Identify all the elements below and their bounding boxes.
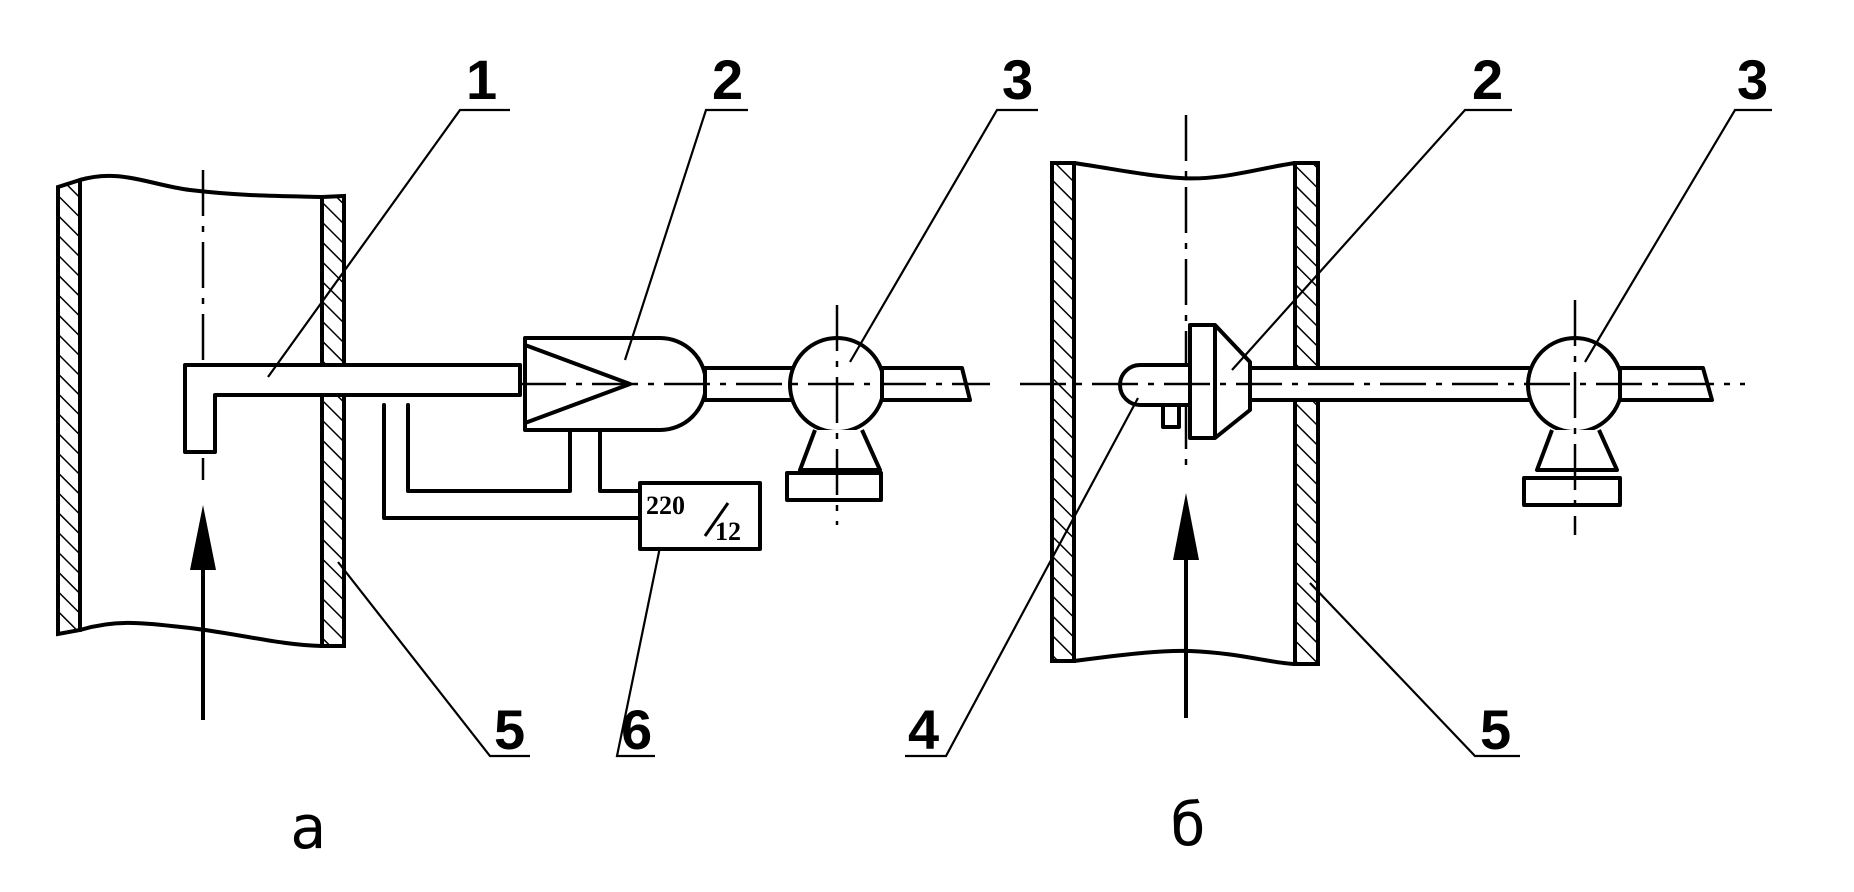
sampling-probe bbox=[183, 363, 522, 454]
ejector-flange-b bbox=[1188, 323, 1252, 440]
callout-3-b: 3 bbox=[1737, 48, 1768, 111]
callout-leaders-b bbox=[905, 108, 1772, 758]
flow-arrow-b bbox=[1173, 493, 1199, 718]
pump-b bbox=[1522, 336, 1714, 507]
subfigure-label-a: а bbox=[290, 793, 326, 863]
subfigure-label-b: б bbox=[1170, 790, 1206, 860]
control-lines-a bbox=[382, 403, 642, 520]
duct-break-bottom-b bbox=[1072, 648, 1297, 666]
duct-break-top-b bbox=[1072, 161, 1297, 181]
callout-leaders-a bbox=[267, 108, 1038, 758]
sensor-tip bbox=[1118, 363, 1192, 407]
callout-4: 4 bbox=[908, 698, 939, 761]
callout-2-b: 2 bbox=[1472, 48, 1503, 111]
panel-a: 220 12 1 2 3 5 6 а bbox=[56, 48, 1038, 863]
duct-wall-left-b bbox=[1050, 161, 1076, 663]
duct-break-bottom-a bbox=[78, 620, 324, 648]
callout-5-a: 5 bbox=[494, 698, 525, 761]
panel-b: 2 3 4 5 б bbox=[905, 48, 1772, 860]
flow-arrow-a bbox=[190, 505, 216, 720]
transformer-voltage-in: 220 bbox=[646, 491, 685, 520]
callout-3-a: 3 bbox=[1002, 48, 1033, 111]
pump-a bbox=[785, 336, 972, 502]
duct-wall-right-a bbox=[320, 193, 346, 648]
transformer-voltage-out: 12 bbox=[715, 517, 741, 546]
duct-wall-right-b bbox=[1293, 161, 1320, 666]
callout-5-b: 5 bbox=[1480, 698, 1511, 761]
callout-1: 1 bbox=[466, 48, 497, 111]
transformer-box bbox=[638, 481, 762, 551]
callout-2-a: 2 bbox=[712, 48, 743, 111]
sensor-tab bbox=[1161, 403, 1181, 429]
duct-wall-left-a bbox=[56, 177, 82, 637]
callout-6: 6 bbox=[621, 698, 652, 761]
duct-break-top-a bbox=[78, 173, 324, 199]
